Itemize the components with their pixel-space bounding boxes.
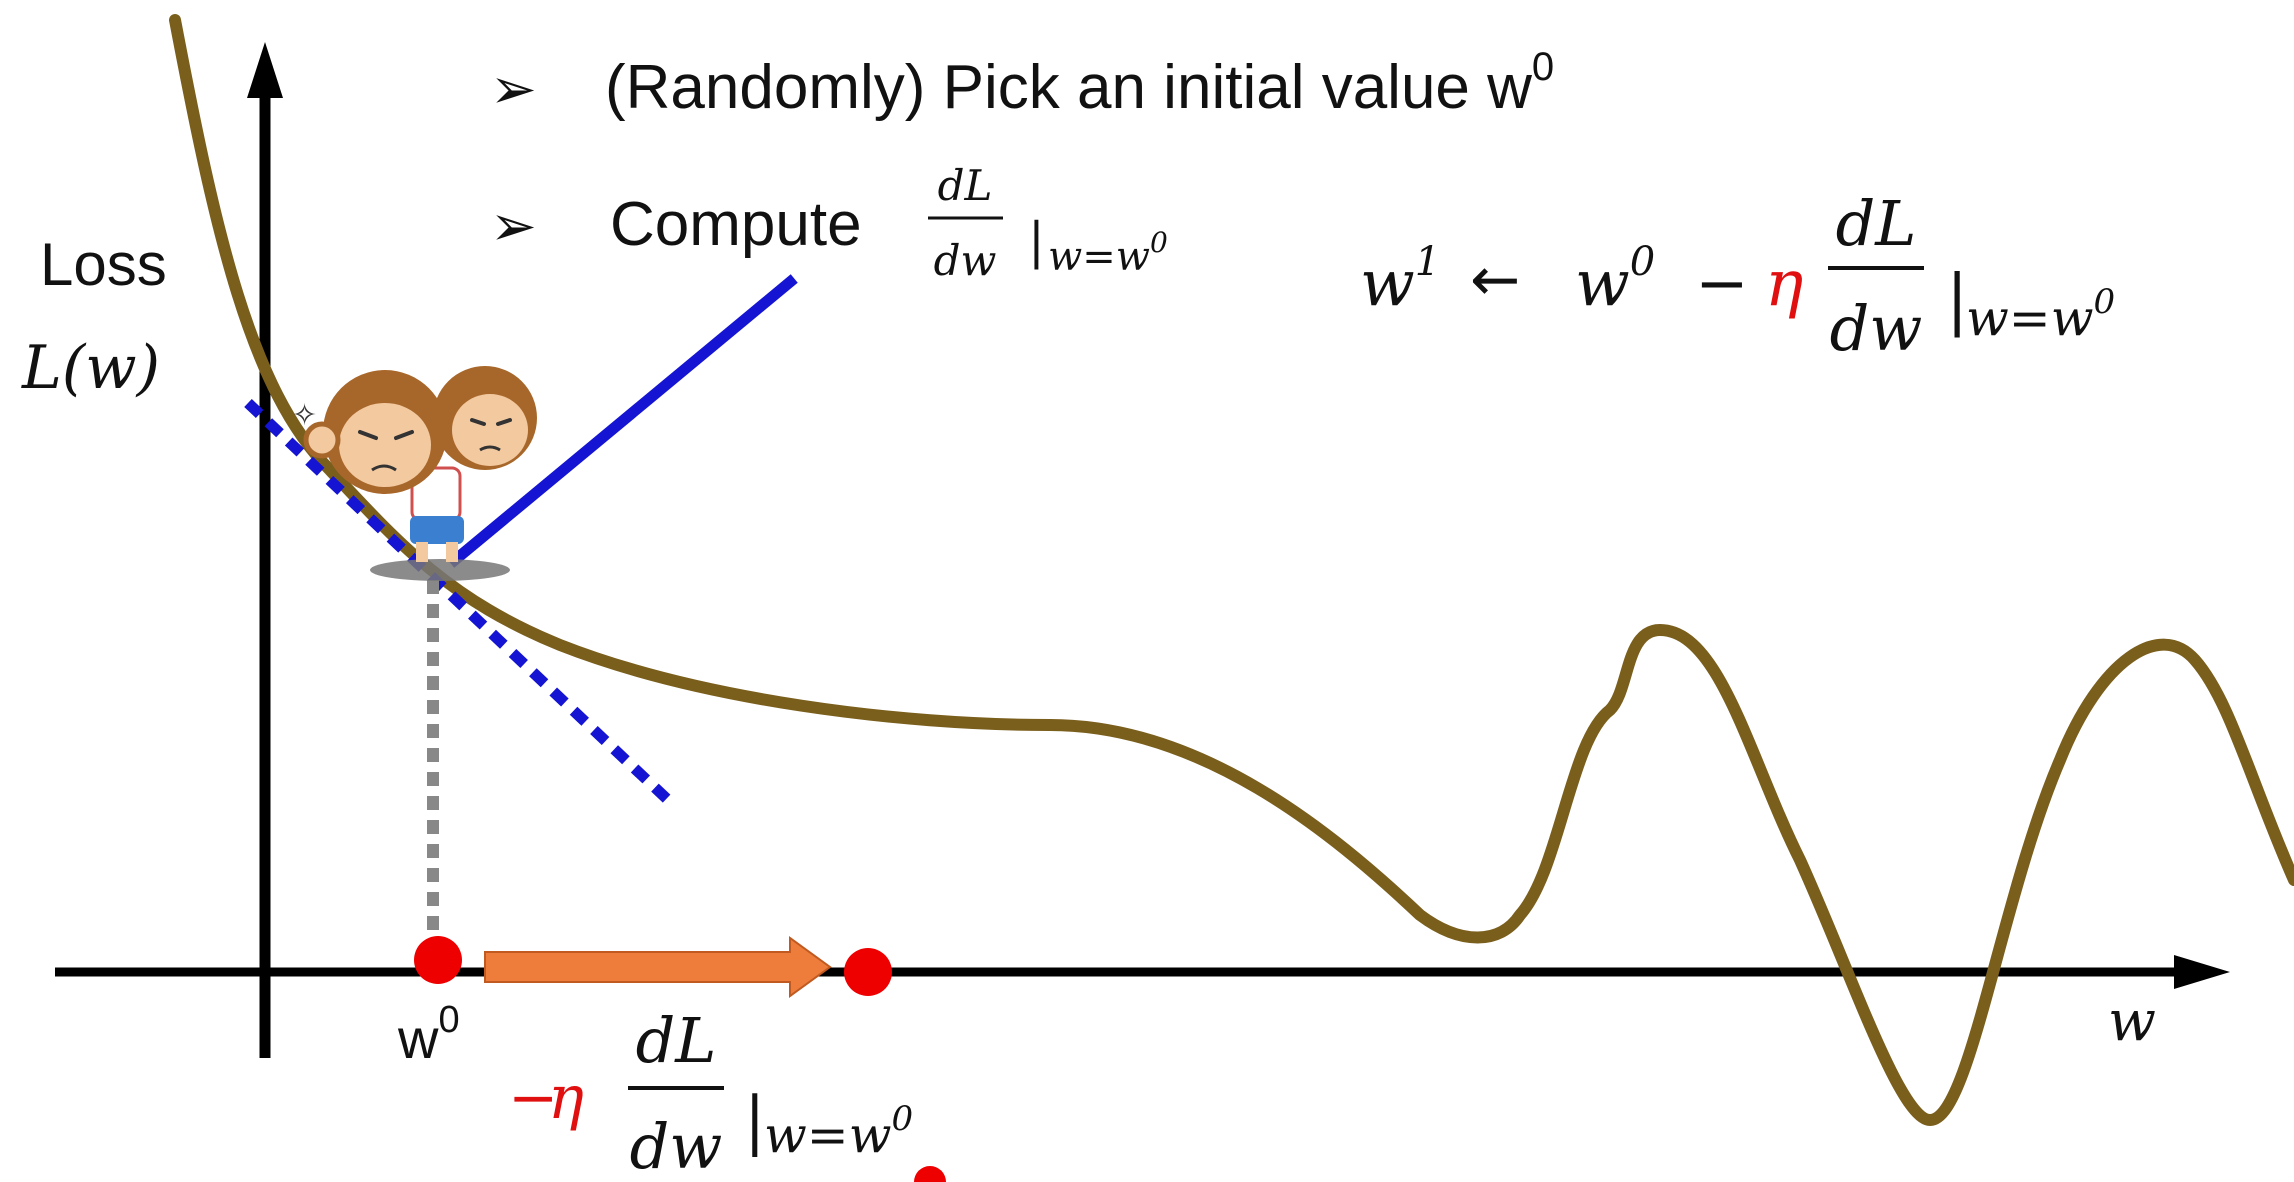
shadow — [370, 559, 510, 581]
bullet-2-compute-label: Compute — [610, 190, 862, 259]
svg-text:−: − — [508, 1063, 558, 1133]
loss-curve — [169, 14, 2294, 1126]
partial-marker — [914, 1166, 946, 1182]
svg-text:✧: ✧ — [292, 398, 317, 433]
svg-text:←: ← — [1470, 245, 1520, 315]
monkey-front — [303, 370, 447, 494]
step-eta: η — [548, 1063, 584, 1133]
y-axis-label-function: L(w) — [21, 333, 160, 403]
svg-text:dw: dw — [934, 236, 997, 285]
svg-text:|: | — [744, 1084, 766, 1158]
x-axis-label: w — [2108, 989, 2156, 1054]
update-rule-eta: η — [1765, 247, 1803, 321]
bullet-marker-1: ➢ — [490, 57, 537, 122]
svg-text:dw: dw — [630, 1110, 723, 1182]
svg-text:dw: dw — [1830, 292, 1923, 365]
svg-text:w1: w1 — [1360, 239, 1440, 321]
svg-text:w=w0: w=w0 — [1966, 282, 2115, 347]
bullet-1-text: (Randomly) Pick an initial value w0 — [605, 45, 1554, 122]
x-axis-arrowhead — [2174, 955, 2230, 989]
svg-text:dL: dL — [1836, 187, 1917, 260]
monkey-back — [433, 366, 537, 470]
x-axis — [55, 955, 2230, 989]
monkey-illustration: ✧ — [292, 366, 537, 581]
svg-text:|: | — [1946, 261, 1968, 338]
step-formula: − η dL dw | w=w0 — [508, 1004, 913, 1182]
tangent-line-dotted — [244, 399, 672, 804]
svg-text:dL: dL — [938, 161, 993, 210]
svg-text:w=w0: w=w0 — [764, 1099, 913, 1164]
update-rule-formula: w1 ← w0 − η dL dw | w=w0 — [1360, 187, 2115, 365]
svg-text:|: | — [1028, 212, 1045, 270]
y-axis — [247, 42, 283, 1058]
svg-text:dL: dL — [636, 1004, 717, 1077]
initial-point — [414, 936, 462, 984]
updated-point — [844, 948, 892, 996]
svg-text:w0: w0 — [1575, 239, 1655, 321]
svg-text:w=w0: w=w0 — [1048, 226, 1168, 280]
y-axis-arrowhead — [247, 42, 283, 98]
svg-text:−: − — [1695, 247, 1749, 321]
initial-point-label: w0 — [397, 999, 460, 1070]
y-axis-label-loss: Loss — [40, 231, 167, 298]
tangent-line-solid — [447, 274, 798, 568]
step-arrow — [484, 936, 832, 998]
bullet-2-derivative: dL dw | w=w0 — [928, 161, 1168, 285]
bullet-marker-2: ➢ — [490, 194, 537, 259]
